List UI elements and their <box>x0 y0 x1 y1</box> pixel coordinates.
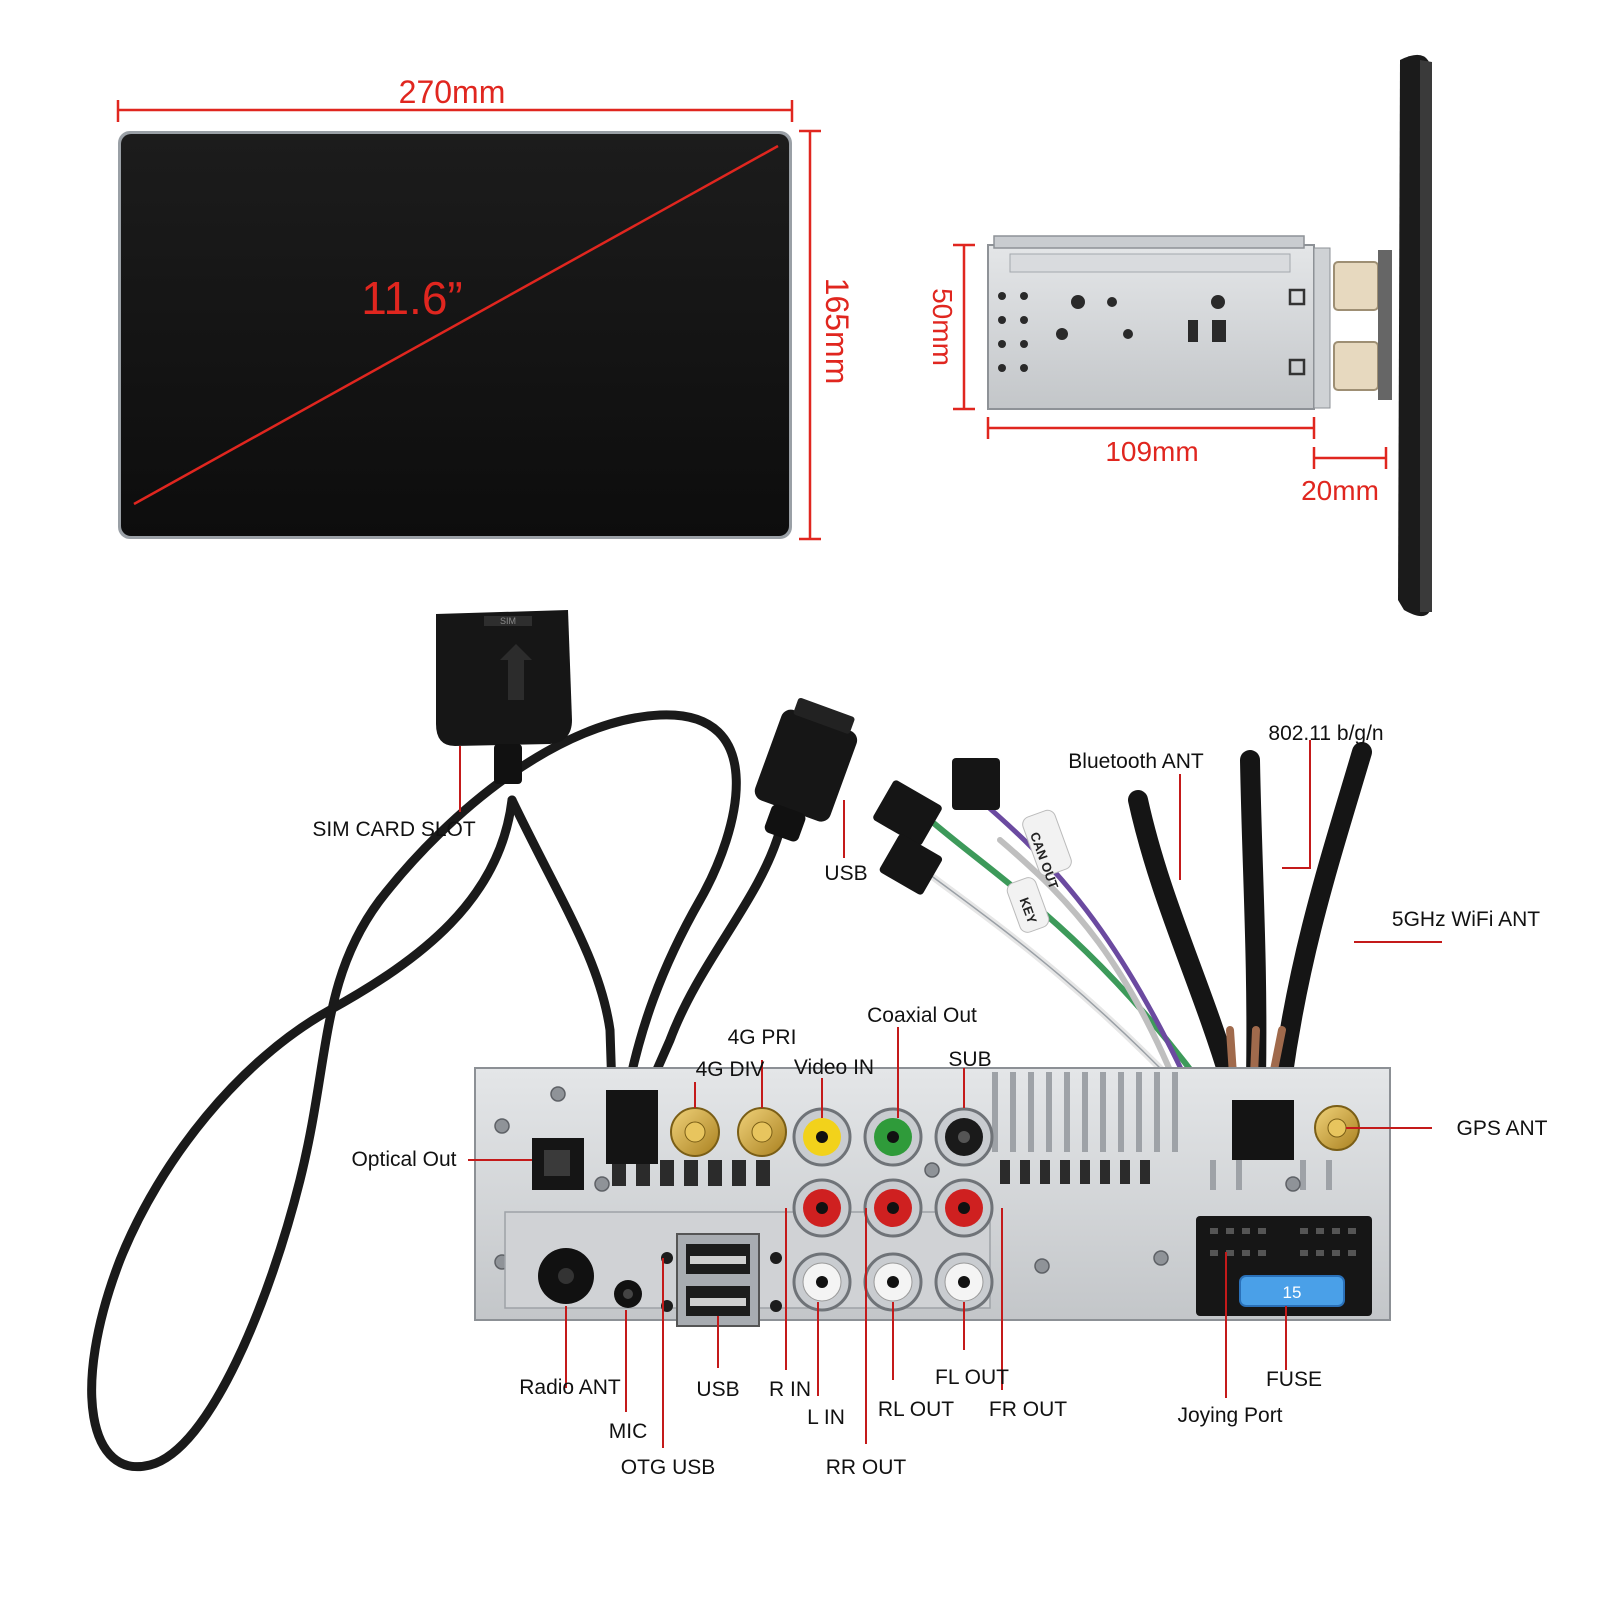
sim-card-box: SIM <box>436 610 572 784</box>
rca-r-in <box>792 1178 852 1238</box>
label-fr-out: FR OUT <box>989 1398 1067 1421</box>
rca-fr-out <box>934 1178 994 1238</box>
usb-cable-end <box>754 697 858 842</box>
cables <box>87 710 785 1472</box>
screen-front-view: 11.6” 270mm 165mm <box>116 74 855 541</box>
label-sub: SUB <box>948 1048 991 1071</box>
chassis-height-dimension <box>953 243 975 411</box>
rca-rr-out <box>863 1178 923 1238</box>
label-video-in: Video IN <box>794 1056 874 1079</box>
fuse <box>1239 1275 1345 1307</box>
rca-coaxial-out <box>863 1107 923 1167</box>
side-connector-bottom <box>1333 341 1379 391</box>
chassis-height: 50mm <box>927 288 958 366</box>
fuse-rating: 15 <box>1283 1283 1302 1302</box>
label-rr-out: RR OUT <box>826 1456 907 1479</box>
label-radio-ant: Radio ANT <box>519 1376 621 1399</box>
label-wifi-5ghz: 5GHz WiFi ANT <box>1392 908 1540 931</box>
screen-width: 270mm <box>399 74 506 110</box>
chassis-depth-dimension <box>986 417 1316 439</box>
sim-slot-marking: SIM <box>500 616 516 626</box>
label-mic: MIC <box>609 1420 648 1443</box>
label-rl-out: RL OUT <box>878 1398 954 1421</box>
screen-panel <box>121 134 789 536</box>
sim-cable <box>87 710 741 1472</box>
label-4g-pri: 4G PRI <box>728 1026 797 1049</box>
height-dimension <box>799 129 821 541</box>
label-wifi-standard: 802.11 b/g/n <box>1268 722 1383 745</box>
rca-sub <box>934 1107 994 1167</box>
panel-depth: 20mm <box>1301 475 1379 506</box>
label-fl-out: FL OUT <box>935 1366 1009 1389</box>
width-dimension <box>116 100 794 122</box>
side-connector-top <box>1333 261 1379 311</box>
rca-l-in <box>792 1252 852 1312</box>
panel-depth-dimension <box>1312 447 1388 469</box>
4g-div-connector <box>670 1107 720 1157</box>
label-usb-cable: USB <box>824 862 867 885</box>
chassis-depth: 109mm <box>1105 436 1198 467</box>
label-bluetooth-ant: Bluetooth ANT <box>1068 750 1204 773</box>
rear-panel: 15 <box>474 1067 1391 1327</box>
diagonal-line <box>133 144 779 506</box>
4g-pri-connector <box>737 1107 787 1157</box>
antenna-wires <box>1128 742 1372 1124</box>
label-4g-div: 4G DIV <box>696 1058 765 1081</box>
chassis-holes <box>998 292 1226 372</box>
label-otg-usb: OTG USB <box>621 1456 716 1479</box>
label-l-in: L IN <box>807 1406 845 1429</box>
screen-height: 165mm <box>819 278 855 385</box>
label-joying-port: Joying Port <box>1177 1404 1282 1427</box>
rca-video-in <box>792 1107 852 1167</box>
port-labels: SIM CARD SLOT USB Bluetooth ANT 802.11 b… <box>312 722 1547 1479</box>
label-coaxial-out: Coaxial Out <box>867 1004 977 1027</box>
label-sim-card-slot: SIM CARD SLOT <box>312 818 476 841</box>
label-gps-ant: GPS ANT <box>1456 1117 1547 1140</box>
rca-rl-out <box>863 1252 923 1312</box>
usb-cable <box>643 825 785 1095</box>
label-r-in: R IN <box>769 1378 811 1401</box>
rca-fl-out <box>934 1252 994 1312</box>
side-view: 50mm 109mm 20mm <box>927 54 1432 617</box>
label-optical-out: Optical Out <box>351 1148 456 1171</box>
leader-lines <box>459 740 1442 1448</box>
can-harness: CAN OUT KEY <box>873 758 1223 1124</box>
label-fuse: FUSE <box>1266 1368 1322 1391</box>
label-usb-port: USB <box>696 1378 739 1401</box>
diagonal-size: 11.6” <box>361 272 462 324</box>
